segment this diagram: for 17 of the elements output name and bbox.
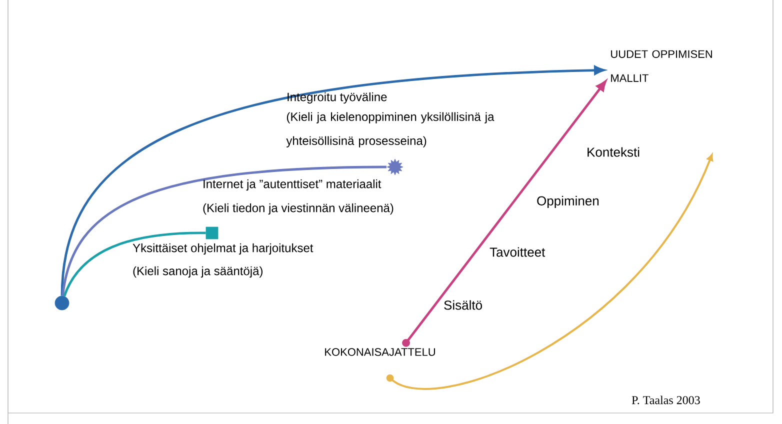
label-text: Sisältö	[444, 300, 482, 310]
arrow	[402, 80, 606, 347]
label-text: Konteksti	[588, 147, 640, 157]
credit-text: P. Taalas 2003	[632, 396, 700, 404]
label-text: Integroitu työväline	[288, 92, 387, 104]
snowflake-marker	[386, 158, 404, 176]
square-marker	[206, 226, 218, 240]
label-text: Yksittäiset ohjelmat ja harjoitukset	[132, 243, 314, 255]
label-text: Internet ja ”autenttiset” materiaalit	[204, 179, 382, 191]
label-text: (Kieli ja kielenoppiminen yksilöllisinä ja yhteisöllisinä prosesseina)	[286, 112, 494, 148]
label-text: Tavoitteet	[490, 247, 546, 257]
label-text: Oppiminen	[537, 196, 599, 208]
label-text: (Kieli sanoja ja sääntöjä)	[133, 266, 262, 278]
label-text: (Kieli tiedon ja viestinnän välineenä)	[203, 203, 394, 215]
dot	[54, 296, 70, 310]
node-label: KOKONAISAJATTELU	[325, 348, 435, 356]
node-label: UUDET OPPIMISEN MALLIT	[611, 50, 712, 82]
